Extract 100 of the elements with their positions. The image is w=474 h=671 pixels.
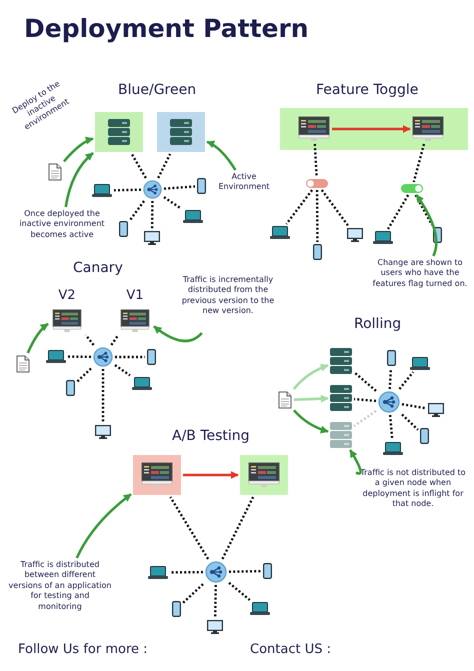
dotted-connector [114,364,131,376]
monitor-icon [412,116,444,142]
dotted-connector [163,196,182,210]
dotted-connector [130,153,147,179]
dotted-connector [170,570,204,574]
dotted-connector [214,584,217,618]
phone-icon [197,178,206,194]
dotted-connector [353,410,377,428]
dotted-connector [388,414,394,440]
dotted-connector [169,496,210,560]
server-icon [330,422,352,448]
monitor-panel [133,455,181,495]
phone-icon [147,349,156,365]
dotted-connector [129,200,146,221]
toggle-switch [401,184,423,193]
phone-icon [263,563,272,579]
phone-icon [313,244,322,260]
server-icon [330,348,352,374]
monitor-icon [428,403,444,417]
dotted-connector [84,334,95,346]
arrow [183,471,239,479]
monitor-icon [144,231,160,245]
dotted-connector [401,414,419,431]
dotted-connector [68,355,92,358]
arrow [76,493,132,559]
page-title: Deployment Pattern [24,14,309,43]
dotted-connector [115,356,145,358]
phone-icon [66,380,75,396]
monitor-icon [298,116,330,142]
hub-icon [378,391,400,413]
server-icon [330,385,352,411]
arrow [332,125,411,133]
hub-icon [143,180,162,199]
phone-icon [172,601,181,617]
laptop-icon [92,184,112,197]
dotted-connector [388,368,392,390]
laptop-icon [132,377,152,390]
arrow [415,194,438,256]
laptop-icon [270,226,290,239]
dotted-connector [285,189,314,225]
arrow [153,325,203,342]
document-icon [278,391,292,409]
section-heading: Blue/Green [118,82,196,98]
section-heading: Feature Toggle [316,82,418,98]
dotted-connector [164,185,196,190]
laptop-icon [148,566,168,579]
section-heading: A/B Testing [172,428,250,444]
footer-text: Follow Us for more : [18,642,148,657]
server-panel [95,112,143,152]
laptop-icon [46,350,66,363]
dotted-connector [387,194,410,230]
arrow [292,364,329,390]
laptop-icon [410,357,430,370]
dotted-connector [182,583,204,604]
toggle-switch [306,179,328,188]
dotted-connector [102,369,104,423]
arrow [63,136,94,162]
dotted-connector [412,144,426,182]
hub-icon [93,347,113,367]
monitor-panel [280,108,468,150]
dotted-connector [221,496,254,560]
phone-icon [387,350,396,366]
section-heading: Canary [73,260,123,276]
dotted-connector [110,334,120,346]
monitor-icon [347,228,363,242]
version-label: V1 [126,289,144,302]
dotted-connector [402,403,426,410]
dotted-connector [76,368,92,383]
dotted-connector [114,188,142,192]
phone-icon [119,221,128,237]
section-heading: Rolling [354,316,402,332]
dotted-connector [414,194,434,226]
monitor-icon [207,620,223,634]
arrow [26,322,49,354]
dotted-connector [398,371,414,390]
document-icon [48,163,62,181]
footer-text: Contact US : [250,642,331,657]
dotted-connector [354,398,376,402]
monitor-icon [95,425,111,439]
laptop-icon [250,602,270,615]
server-panel [157,112,205,152]
monitor-panel [240,455,288,495]
document-icon [16,355,30,373]
laptop-icon [373,231,393,244]
dotted-connector [314,144,318,178]
arrow [64,152,94,208]
laptop-icon [183,210,203,223]
hub-icon [205,561,227,583]
dotted-connector [320,189,350,227]
version-label: V2 [58,289,76,302]
arrow [294,394,329,403]
dotted-connector [316,190,319,242]
arrow [206,140,236,171]
laptop-icon [383,442,403,455]
phone-icon [420,428,429,444]
dotted-connector [228,570,262,573]
dotted-connector [157,153,172,179]
dotted-connector [353,371,377,392]
arrow [349,449,362,475]
dotted-connector [228,582,251,601]
